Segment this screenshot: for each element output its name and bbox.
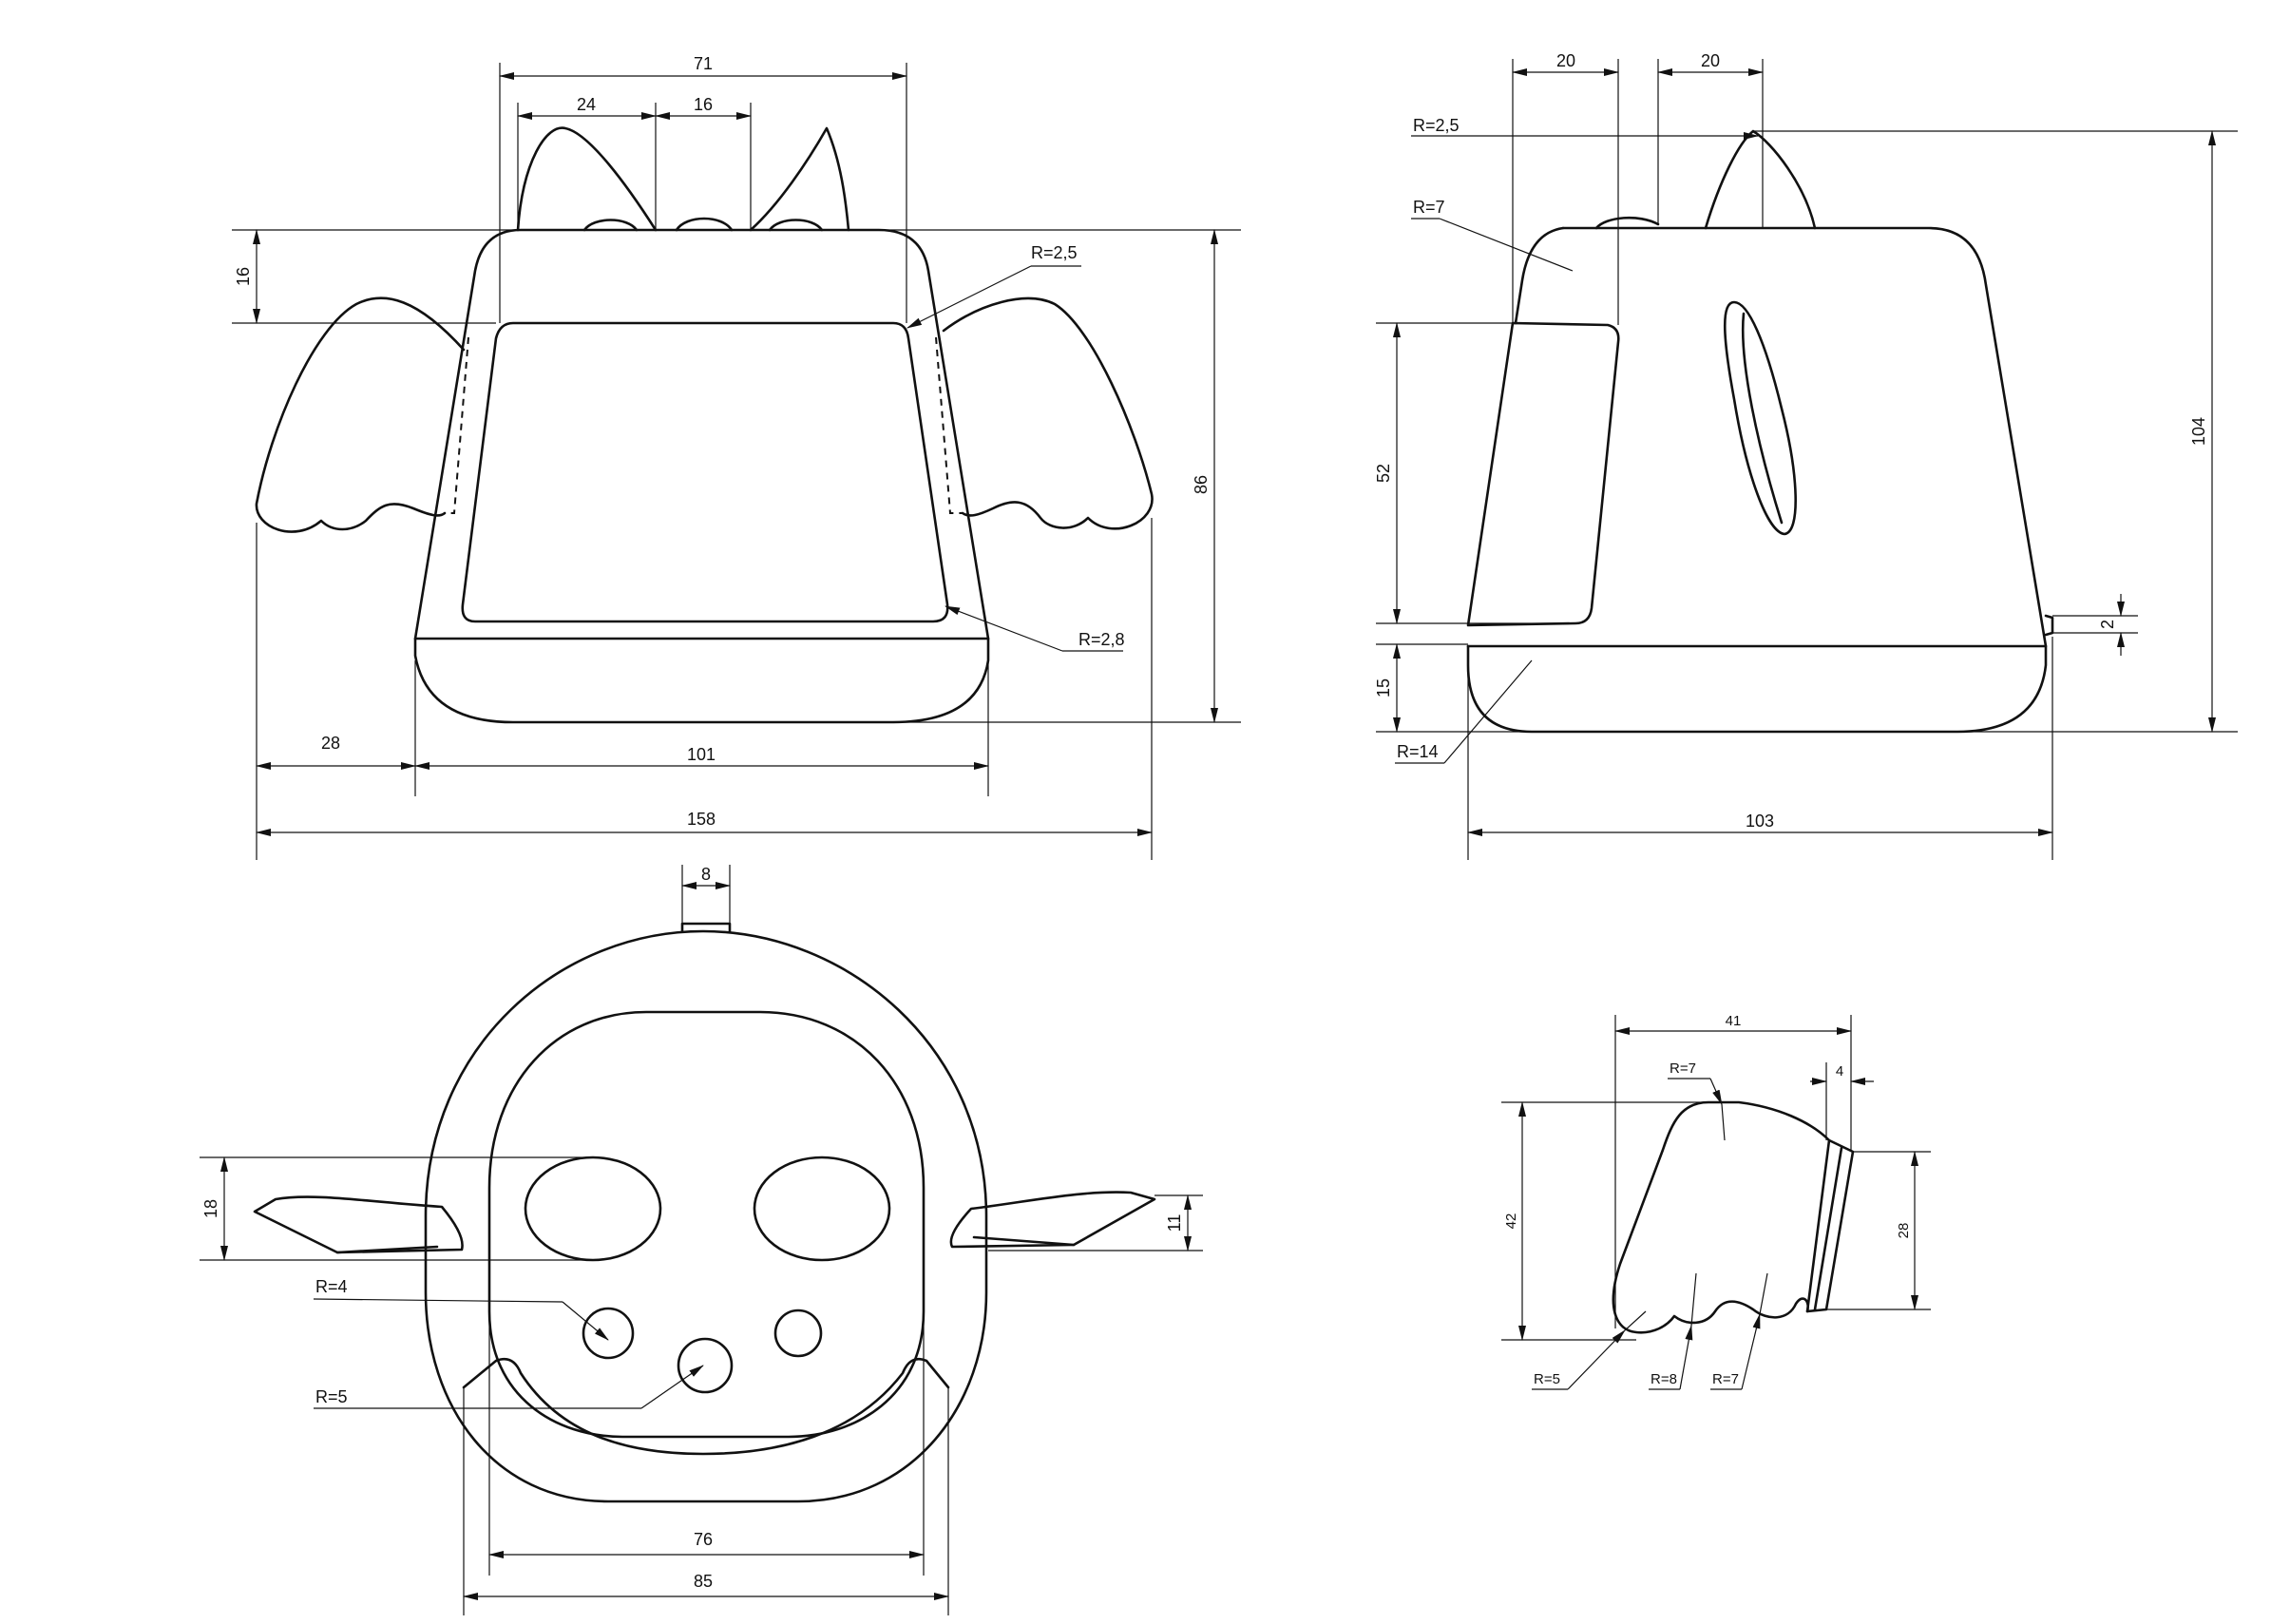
side-tab — [2044, 614, 2054, 637]
dim-8: 8 — [701, 865, 711, 884]
side-wing — [1724, 300, 1797, 536]
wing-detail-tip — [1805, 1138, 1855, 1313]
dim-41: 41 — [1726, 1013, 1742, 1029]
body-outline — [413, 228, 990, 724]
radius-5-top: R=5 — [315, 1387, 348, 1406]
dim-16-top: 16 — [694, 95, 713, 114]
top-wing-right-edge — [972, 1235, 1076, 1247]
top-view: 8 18 11 R=4 R=5 76 85 — [200, 865, 1203, 1615]
eye-bump-left — [582, 219, 639, 232]
wing-detail-tip-inner — [1813, 1146, 1843, 1311]
side-body-left-top — [1514, 226, 1565, 325]
right-ear — [749, 126, 850, 232]
side-top-bump — [1594, 216, 1660, 230]
dim-20-right: 20 — [1701, 51, 1720, 70]
top-tab — [680, 922, 732, 933]
right-wing — [942, 296, 1154, 530]
top-smile-band — [462, 1357, 950, 1456]
front-view: 71 24 16 16 86 28 101 158 R=2,5 — [232, 54, 1241, 860]
side-wing-inner — [1741, 312, 1784, 525]
dim-101: 101 — [687, 745, 716, 764]
top-circle-center — [677, 1337, 734, 1394]
radius-7-wing-top: R=7 — [1670, 1060, 1696, 1077]
radius-4-top: R=4 — [315, 1277, 348, 1296]
top-inner-face — [487, 1010, 926, 1439]
side-screen-block — [1466, 321, 1620, 627]
top-wing-left — [253, 1195, 464, 1254]
wing-detail-view: 41 4 42 28 R=7 R=5 R=8 R=7 — [1501, 1013, 1931, 1390]
dim-4: 4 — [1836, 1063, 1843, 1079]
dim-24: 24 — [577, 95, 596, 114]
radius-5-wing: R=5 — [1534, 1371, 1560, 1387]
top-circle-right — [773, 1309, 823, 1358]
dim-71: 71 — [694, 54, 713, 73]
dim-52: 52 — [1374, 464, 1393, 483]
top-eye-left — [524, 1156, 662, 1262]
radius-2-5-front: R=2,5 — [1031, 243, 1078, 262]
top-circle-left — [582, 1307, 635, 1360]
dim-42: 42 — [1503, 1213, 1519, 1230]
dim-86: 86 — [1192, 475, 1211, 494]
dim-76: 76 — [694, 1530, 713, 1549]
left-ear — [516, 126, 658, 232]
radius-8-wing: R=8 — [1651, 1371, 1677, 1387]
dim-11: 11 — [1165, 1214, 1184, 1232]
left-wing — [255, 296, 466, 533]
radius-7-wing-bottom: R=7 — [1712, 1371, 1739, 1387]
eye-bump-right — [768, 219, 824, 232]
dim-104: 104 — [2189, 417, 2208, 446]
dim-85: 85 — [694, 1572, 713, 1591]
eye-bump-center — [675, 217, 734, 232]
radius-2-5-side: R=2,5 — [1413, 116, 1460, 135]
dim-2: 2 — [2098, 620, 2117, 629]
dim-103: 103 — [1746, 812, 1774, 831]
radius-7-side: R=7 — [1413, 198, 1445, 217]
dim-28: 28 — [321, 734, 340, 753]
radius-2-8-front: R=2,8 — [1078, 630, 1125, 649]
right-wing-joint-dashed — [935, 336, 963, 514]
wing-detail-outline — [1612, 1100, 1831, 1334]
left-wing-joint-dashed — [445, 336, 469, 514]
dim-15: 15 — [1374, 678, 1393, 697]
dim-20-left: 20 — [1556, 51, 1575, 70]
front-screen — [461, 321, 949, 623]
top-wing-left-edge — [335, 1245, 439, 1254]
top-wing-right — [949, 1191, 1156, 1249]
side-body-outline — [1466, 226, 2048, 734]
top-outer-shell — [424, 929, 988, 1503]
side-ear — [1704, 129, 1817, 230]
dim-28-wing: 28 — [1896, 1223, 1912, 1239]
radius-14-side: R=14 — [1397, 742, 1439, 761]
dim-158: 158 — [687, 810, 716, 829]
top-eye-right — [753, 1156, 891, 1262]
side-view: 20 20 R=2,5 104 R=7 52 15 2 R=14 — [1374, 51, 2238, 860]
dim-16-left: 16 — [234, 267, 253, 286]
dim-18: 18 — [201, 1199, 220, 1218]
